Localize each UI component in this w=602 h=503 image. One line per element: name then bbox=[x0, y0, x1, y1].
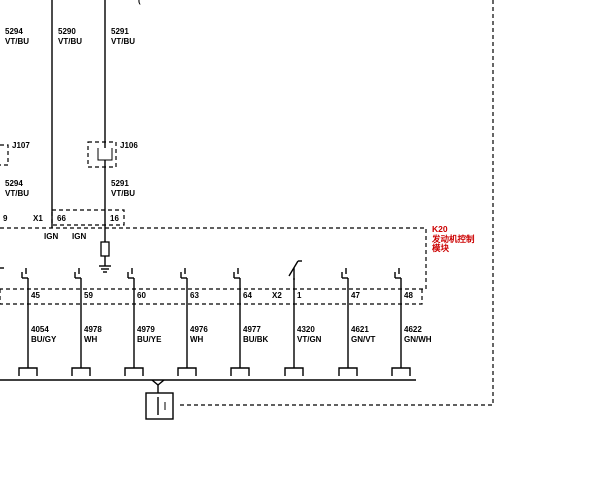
wire-circuit: 5294 bbox=[5, 179, 23, 188]
top-wire-5291: 5291 VT/BU bbox=[111, 27, 135, 46]
wire-circuit: 4622 bbox=[404, 325, 422, 334]
wire-circuit: 4320 bbox=[297, 325, 315, 334]
wire-color: VT/BU bbox=[111, 189, 135, 198]
x2-label: X2 bbox=[272, 291, 282, 300]
top-wire-5294: 5294 VT/BU bbox=[5, 27, 29, 46]
wire-circuit: 5290 bbox=[58, 27, 76, 36]
wire-color: VT/BU bbox=[5, 37, 29, 46]
wire-color: BU/BK bbox=[243, 335, 269, 344]
wire-circuit: 4621 bbox=[351, 325, 369, 334]
x2-connector-boundary bbox=[0, 289, 423, 305]
mid-wire-5294: 5294 VT/BU bbox=[5, 179, 29, 198]
wire-circuit: 4976 bbox=[190, 325, 208, 334]
wire-color: WH bbox=[190, 335, 204, 344]
splice-label: J106 bbox=[120, 141, 138, 150]
x1-pin-left: 9 bbox=[3, 214, 8, 223]
x1-ign-right: IGN bbox=[72, 232, 86, 241]
pin-number: 60 bbox=[137, 291, 146, 300]
pin-number: 63 bbox=[190, 291, 199, 300]
module-k20-boundary bbox=[0, 227, 427, 290]
pin-number: 59 bbox=[84, 291, 93, 300]
x1-label: X1 bbox=[33, 214, 43, 223]
pin-number: 48 bbox=[404, 291, 413, 300]
wire-color: VT/BU bbox=[58, 37, 82, 46]
wire-circuit: 4054 bbox=[31, 325, 49, 334]
wire-circuit: 5291 bbox=[111, 179, 129, 188]
wire-circuit: 4977 bbox=[243, 325, 261, 334]
x1-pin-16: 16 bbox=[110, 214, 119, 223]
connector-x2: X2 bbox=[272, 291, 282, 300]
wire-color: BU/YE bbox=[137, 335, 162, 344]
module-name-line1: 发动机控制 bbox=[431, 234, 475, 244]
pin-number: 47 bbox=[351, 291, 360, 300]
wire-circuit: 4978 bbox=[84, 325, 102, 334]
x1-ign-left: IGN bbox=[44, 232, 58, 241]
shield-ground-symbol bbox=[145, 392, 174, 420]
wire-color: VT/GN bbox=[297, 335, 322, 344]
pin-number: 45 bbox=[31, 291, 40, 300]
wire-circuit: 4979 bbox=[137, 325, 155, 334]
pin-number: 1 bbox=[297, 291, 302, 300]
wire-color: VT/BU bbox=[5, 189, 29, 198]
x1-pin-66: 66 bbox=[57, 214, 66, 223]
module-k20-label: K20 发动机控制 模块 bbox=[431, 224, 475, 253]
wire-color: VT/BU bbox=[111, 37, 135, 46]
pin-number: 64 bbox=[243, 291, 252, 300]
wire-color: BU/GY bbox=[31, 335, 57, 344]
connector-x1: 9 X1 66 16 IGN IGN bbox=[3, 209, 125, 241]
wire-color: WH bbox=[84, 335, 98, 344]
wire-circuit: 5294 bbox=[5, 27, 23, 36]
splice-j107: J107 bbox=[0, 141, 30, 166]
splice-j106: J106 bbox=[87, 140, 138, 168]
internal-resistor-ground bbox=[99, 228, 111, 273]
top-partial-label: ( bbox=[138, 0, 141, 5]
module-ref: K20 bbox=[432, 224, 448, 234]
bracket-notch bbox=[151, 379, 165, 386]
wire-color: GN/VT bbox=[351, 335, 376, 344]
wire-circuit: 5291 bbox=[111, 27, 129, 36]
module-name-line2: 模块 bbox=[432, 243, 450, 253]
outer-harness-boundary bbox=[178, 0, 494, 406]
splice-label: J107 bbox=[12, 141, 30, 150]
mid-wire-5291: 5291 VT/BU bbox=[111, 179, 135, 198]
wire-color: GN/WH bbox=[404, 335, 432, 344]
top-wire-5290: 5290 VT/BU bbox=[58, 27, 82, 46]
